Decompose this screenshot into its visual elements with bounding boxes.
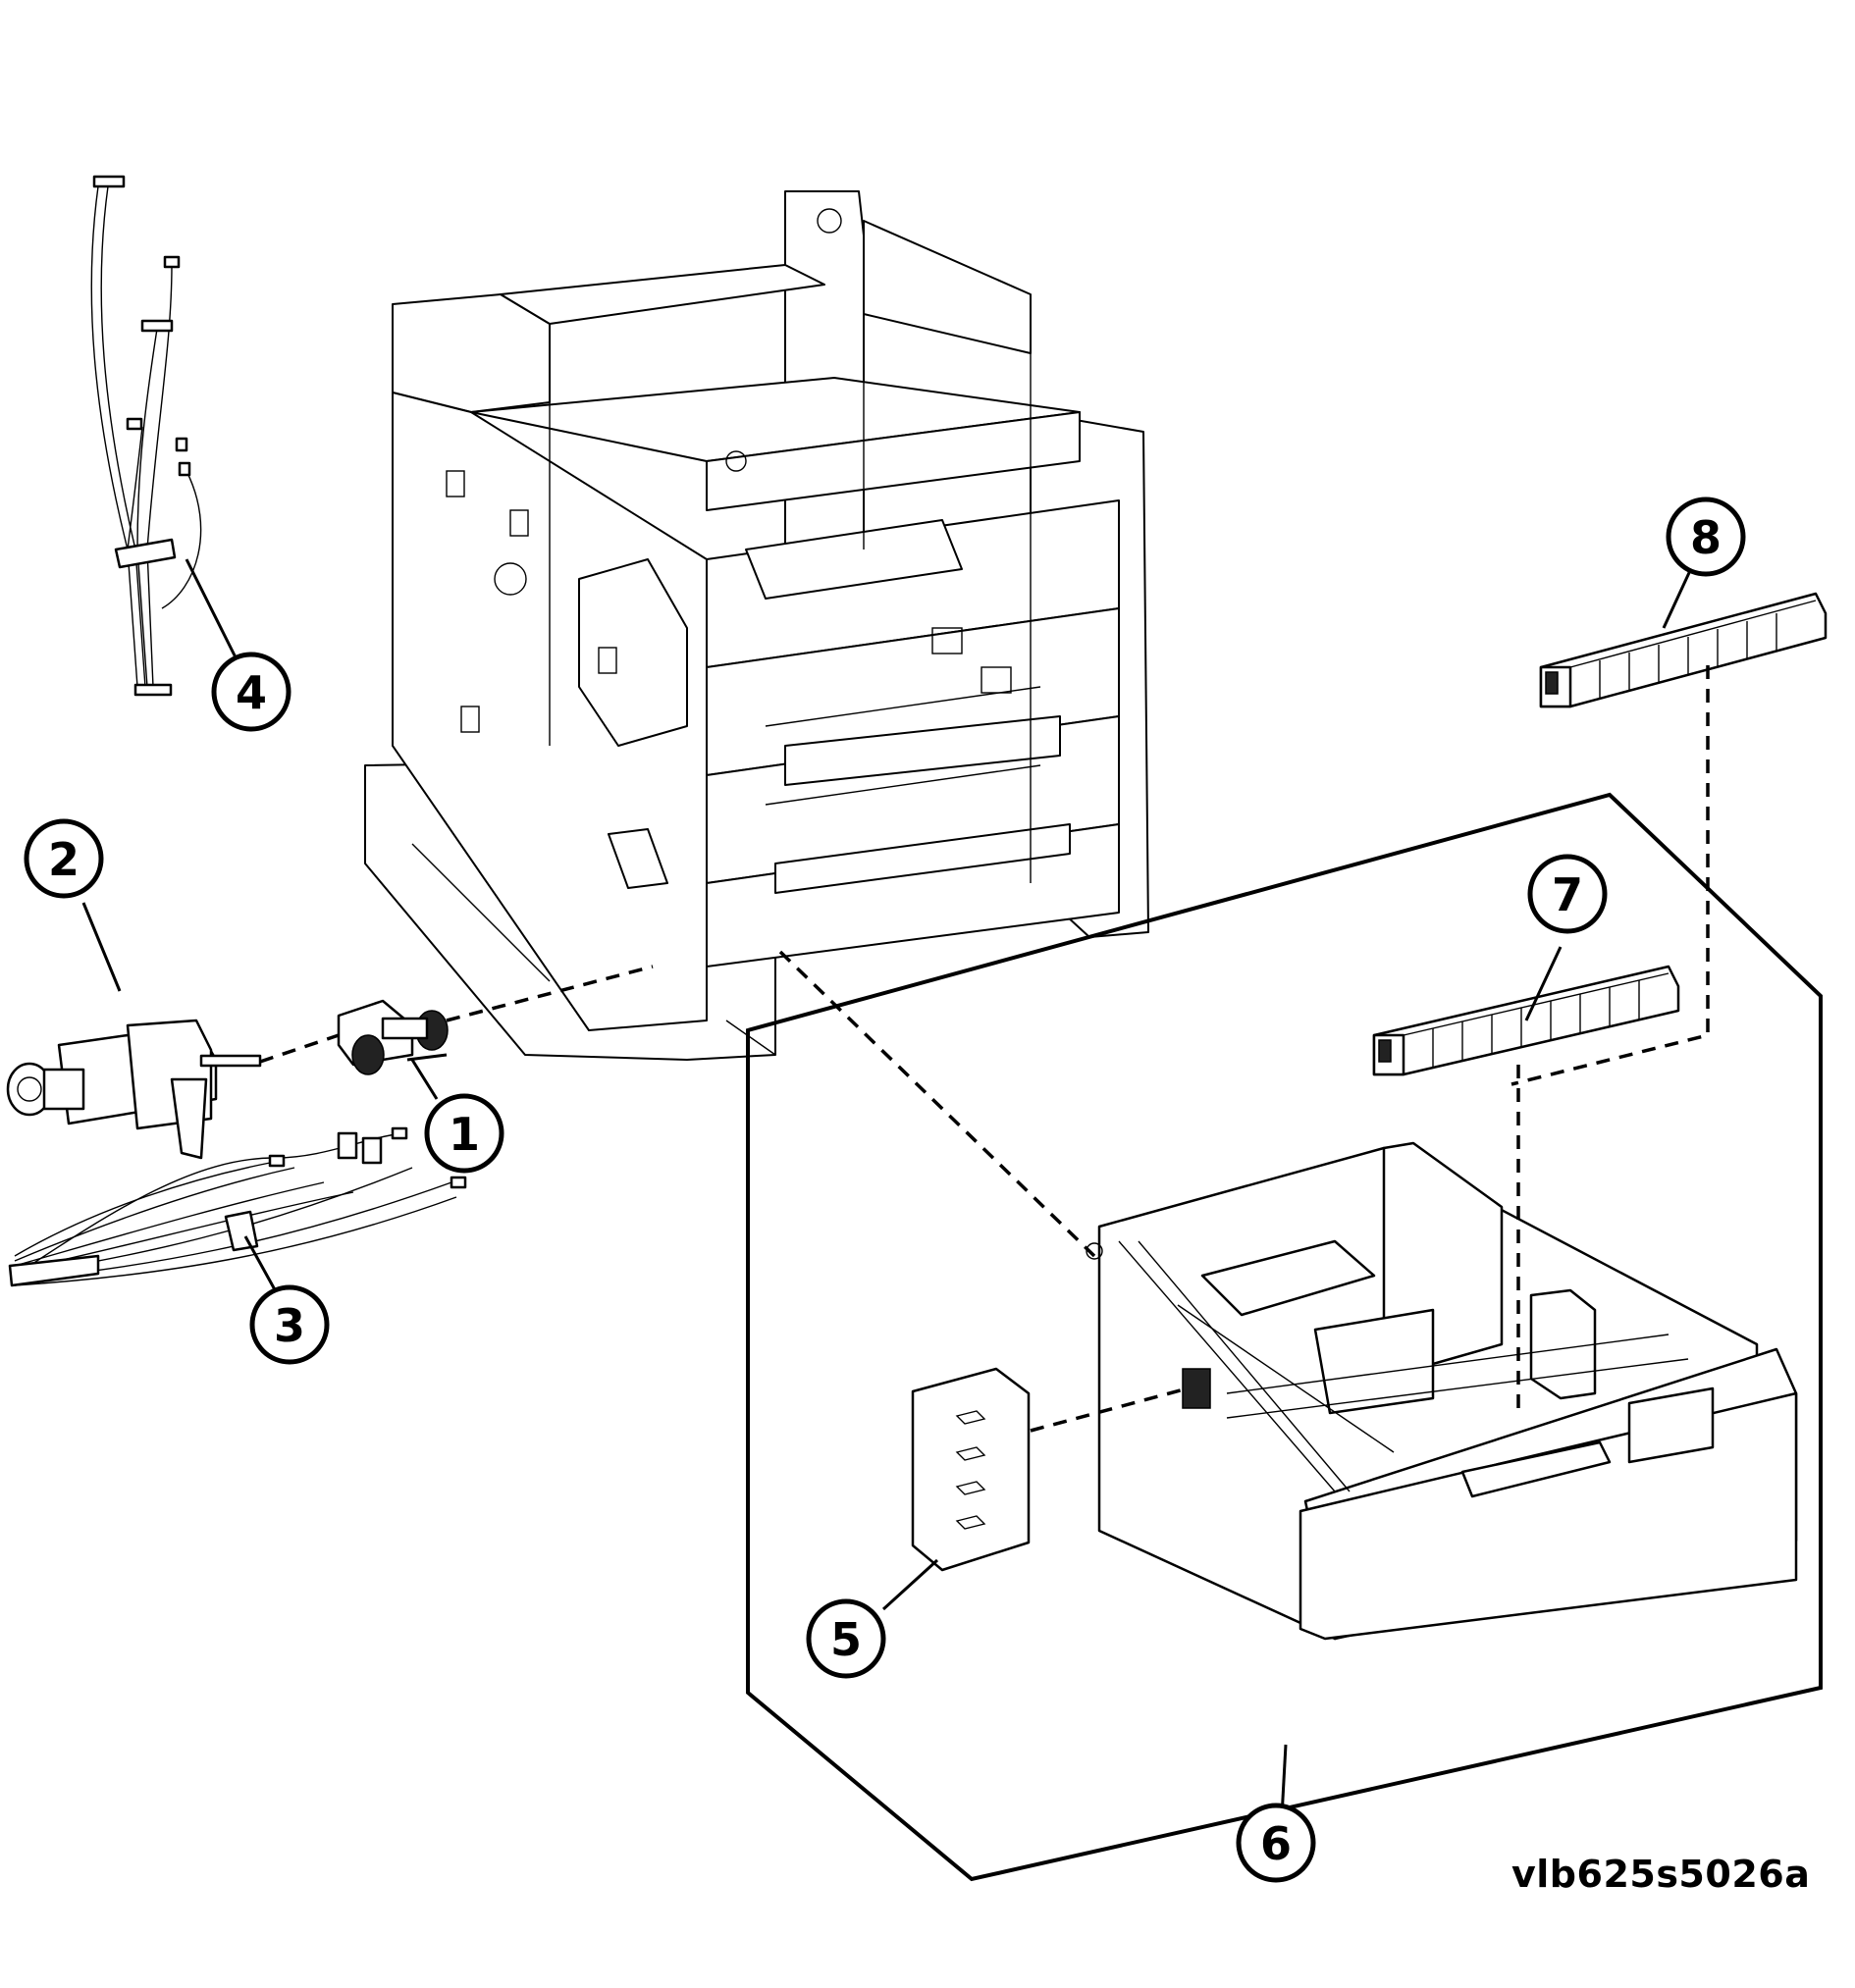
- cable-harness-part-3: [8, 1126, 467, 1294]
- callout-2-label: 2: [48, 833, 80, 886]
- cable-harness-part-4: [90, 175, 238, 697]
- callout-5-label: 5: [830, 1613, 862, 1666]
- callout-6: 6: [1236, 1803, 1316, 1883]
- pick-motor-assembly-part-2: [6, 902, 262, 1160]
- callout-7: 7: [1527, 854, 1608, 934]
- paper-tray: [1086, 1141, 1798, 1641]
- assembly-lines: [259, 665, 1710, 1433]
- callout-1-label: 1: [449, 1108, 480, 1161]
- callout-3-label: 3: [274, 1299, 305, 1352]
- guide-bar-part-7: [1372, 946, 1680, 1076]
- callout-8: 8: [1666, 497, 1746, 577]
- pick-roller-assembly-part-1: [337, 999, 449, 1100]
- separator-pads-part-5: [881, 1367, 1031, 1611]
- callout-4-label: 4: [236, 666, 267, 719]
- callout-7-label: 7: [1552, 868, 1583, 921]
- callout-1: 1: [424, 1093, 504, 1174]
- callout-3: 3: [249, 1284, 330, 1365]
- figure-id: vlb625s5026a: [1511, 1853, 1811, 1896]
- callout-6-label: 6: [1260, 1817, 1292, 1870]
- callout-4: 4: [211, 652, 292, 732]
- printer-frame: [364, 190, 1149, 1061]
- callout-5: 5: [806, 1598, 886, 1679]
- callout-2: 2: [24, 818, 104, 899]
- guide-bar-part-8: [1539, 563, 1828, 708]
- callout-8-label: 8: [1690, 511, 1722, 564]
